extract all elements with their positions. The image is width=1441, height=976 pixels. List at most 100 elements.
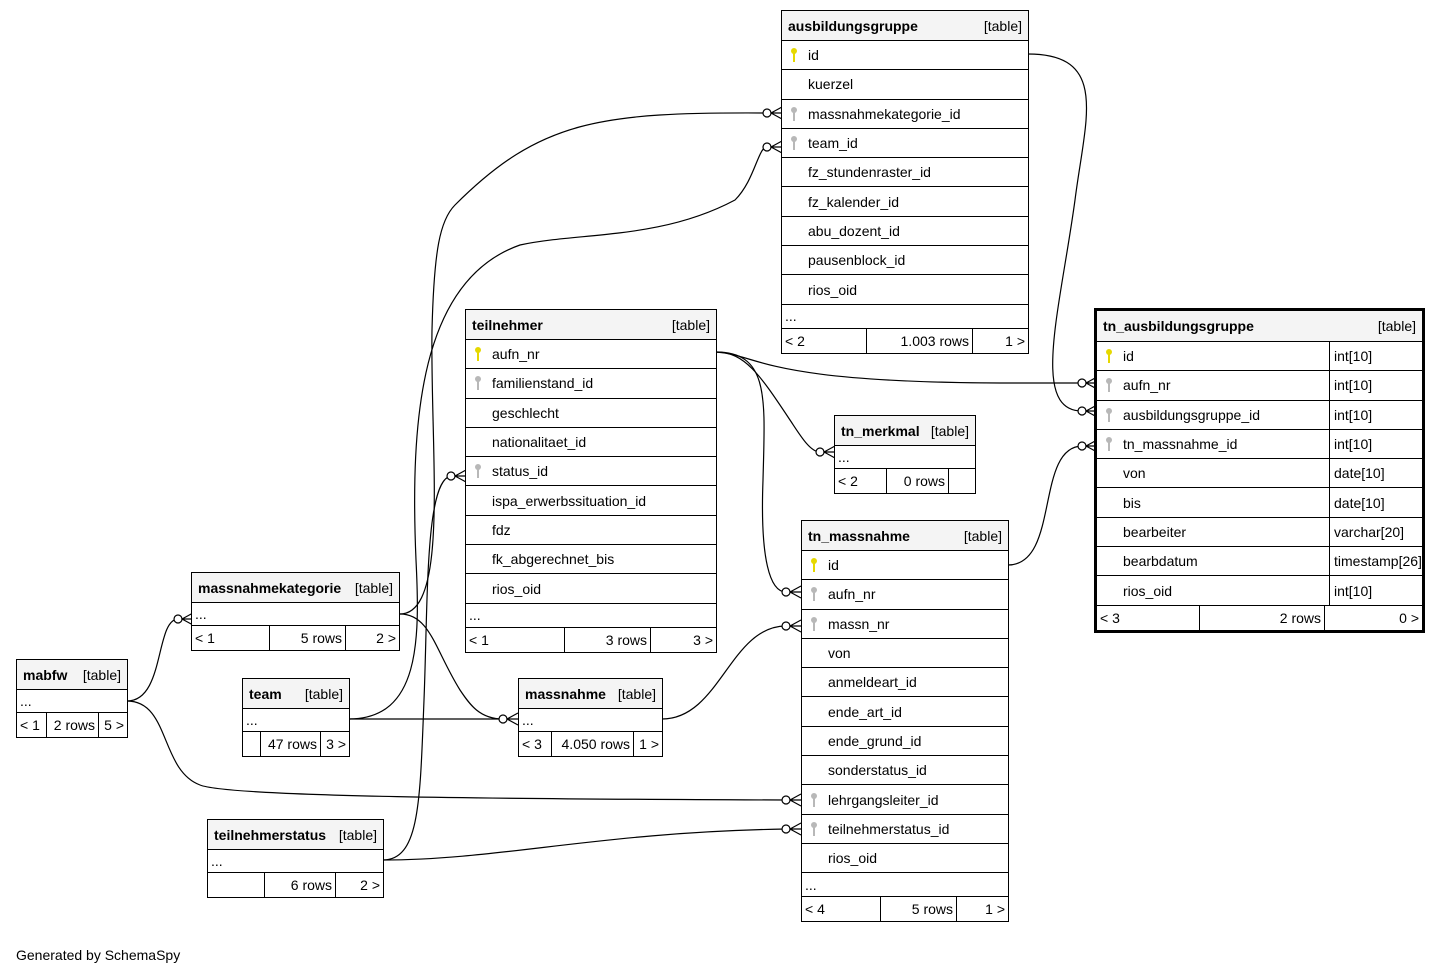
table-header[interactable]: tn_massnahme [table]	[802, 521, 1008, 551]
generated-by-credit[interactable]: Generated by SchemaSpy	[16, 947, 181, 963]
column-row[interactable]: rios_oid	[466, 574, 716, 604]
column-name[interactable]: von	[828, 645, 851, 662]
children-link[interactable]: 0 >	[1324, 605, 1422, 630]
column-name[interactable]: rios_oid	[492, 580, 542, 597]
column-name[interactable]: bearbdatum	[1123, 553, 1198, 570]
more-columns[interactable]: ...	[835, 446, 975, 469]
column-name[interactable]: aufn_nr	[492, 346, 540, 363]
more-columns[interactable]: ...	[192, 603, 399, 626]
column-row[interactable]: kuerzel	[782, 70, 1028, 100]
column-row[interactable]: lehrgangsleiter_id	[802, 785, 1008, 815]
children-link[interactable]: 1 >	[633, 732, 662, 756]
column-name[interactable]: massnahmekategorie_id	[808, 105, 961, 122]
more-columns[interactable]: ...	[802, 873, 1008, 898]
column-name[interactable]: massn_nr	[828, 615, 890, 632]
column-row[interactable]: fdz	[466, 516, 716, 546]
column-row[interactable]: massnahmekategorie_id	[782, 100, 1028, 129]
parents-link[interactable]: < 1	[195, 630, 215, 646]
column-row[interactable]: fz_kalender_id	[782, 187, 1028, 217]
column-name[interactable]: aufn_nr	[1123, 377, 1171, 394]
column-name[interactable]: teilnehmerstatus_id	[828, 820, 950, 837]
column-name[interactable]: fz_kalender_id	[808, 193, 900, 210]
column-name[interactable]: team_id	[808, 135, 858, 152]
children-link[interactable]: 1 >	[972, 328, 1028, 353]
column-row[interactable]: team_id	[782, 129, 1028, 159]
column-row[interactable]: aufn_nr	[802, 580, 1008, 610]
parents-link[interactable]: < 3	[1100, 609, 1120, 626]
table-name[interactable]: ausbildungsgruppe	[788, 17, 918, 34]
children-link[interactable]	[948, 469, 975, 493]
column-name[interactable]: ende_art_id	[828, 703, 902, 720]
column-row[interactable]: massn_nr	[802, 610, 1008, 639]
parents-link[interactable]: < 3	[522, 736, 542, 752]
column-name[interactable]: ausbildungsgruppe_id	[1123, 406, 1260, 423]
table-name[interactable]: massnahme	[525, 685, 606, 702]
parents-link[interactable]: < 4	[805, 901, 825, 918]
parents-link[interactable]: < 2	[838, 473, 858, 489]
column-name[interactable]: status_id	[492, 463, 549, 480]
column-row[interactable]: abu_dozent_id	[782, 217, 1028, 247]
table-name[interactable]: teilnehmerstatus	[214, 826, 327, 843]
table-name[interactable]: tn_merkmal	[841, 422, 920, 439]
parents-link[interactable]	[243, 732, 260, 756]
column-row[interactable]: von	[802, 639, 1008, 669]
column-row[interactable]: nationalitaet_id	[466, 428, 716, 458]
column-name[interactable]: rios_oid	[808, 281, 858, 298]
column-name[interactable]: fdz	[492, 521, 511, 538]
table-header[interactable]: mabfw [table]	[17, 660, 127, 690]
column-row[interactable]: pausenblock_id	[782, 246, 1028, 276]
table-header[interactable]: teilnehmer [table]	[466, 310, 716, 340]
column-name[interactable]: nationalitaet_id	[492, 434, 587, 451]
children-link[interactable]: 1 >	[956, 897, 1008, 922]
column-name[interactable]: lehrgangsleiter_id	[828, 791, 939, 808]
more-columns[interactable]: ...	[208, 850, 383, 873]
children-link[interactable]: 5 >	[98, 713, 127, 737]
column-row[interactable]: sonderstatus_id	[802, 756, 1008, 786]
column-name[interactable]: tn_massnahme_id	[1123, 436, 1238, 453]
column-row[interactable]: ispa_erwerbssituation_id	[466, 486, 716, 516]
column-row[interactable]: geschlecht	[466, 399, 716, 428]
column-name[interactable]: fz_stundenraster_id	[808, 164, 931, 181]
more-columns[interactable]: ...	[17, 690, 127, 713]
column-row[interactable]: status_id	[466, 457, 716, 487]
parents-link[interactable]	[208, 873, 264, 897]
column-row[interactable]: teilnehmerstatus_id	[802, 815, 1008, 844]
table-name[interactable]: tn_massnahme	[808, 527, 910, 544]
column-row[interactable]: aufn_nr	[466, 340, 716, 370]
table-team[interactable]: team [table] ... 47 rows 3 >	[242, 678, 350, 757]
table-name[interactable]: mabfw	[23, 666, 68, 683]
parents-link[interactable]: < 2	[785, 332, 805, 349]
column-row[interactable]: familienstand_id	[466, 369, 716, 399]
column-name[interactable]: abu_dozent_id	[808, 222, 900, 239]
column-row[interactable]: id	[802, 551, 1008, 581]
column-row[interactable]: rios_oid	[802, 844, 1008, 874]
table-header[interactable]: team [table]	[243, 679, 349, 709]
column-name[interactable]: familienstand_id	[492, 375, 594, 392]
column-name[interactable]: geschlecht	[492, 404, 559, 421]
children-link[interactable]: 2 >	[335, 873, 383, 897]
table-header[interactable]: tn_merkmal [table]	[835, 416, 975, 446]
column-name[interactable]: id	[828, 557, 839, 574]
table-header[interactable]: massnahmekategorie [table]	[192, 573, 399, 603]
column-name[interactable]: pausenblock_id	[808, 252, 906, 269]
column-name[interactable]: ende_grund_id	[828, 732, 922, 749]
column-name[interactable]: von	[1123, 465, 1146, 482]
table-teilnehmerstatus[interactable]: teilnehmerstatus [table] ... 6 rows 2 >	[207, 819, 384, 898]
table-header[interactable]: teilnehmerstatus [table]	[208, 820, 383, 850]
table-massnahme[interactable]: massnahme [table] ... < 3 4.050 rows 1 >	[518, 678, 663, 757]
table-name[interactable]: tn_ausbildungsgruppe	[1103, 318, 1254, 334]
table-massnahmekategorie[interactable]: massnahmekategorie [table] ... < 1 5 row…	[191, 572, 400, 651]
column-row[interactable]: fz_stundenraster_id	[782, 158, 1028, 188]
column-row[interactable]: ende_art_id	[802, 697, 1008, 727]
column-row[interactable]: anmeldeart_id	[802, 668, 1008, 698]
column-row[interactable]: rios_oid	[782, 275, 1028, 305]
more-columns[interactable]: ...	[519, 709, 662, 732]
table-header[interactable]: massnahme [table]	[519, 679, 662, 709]
